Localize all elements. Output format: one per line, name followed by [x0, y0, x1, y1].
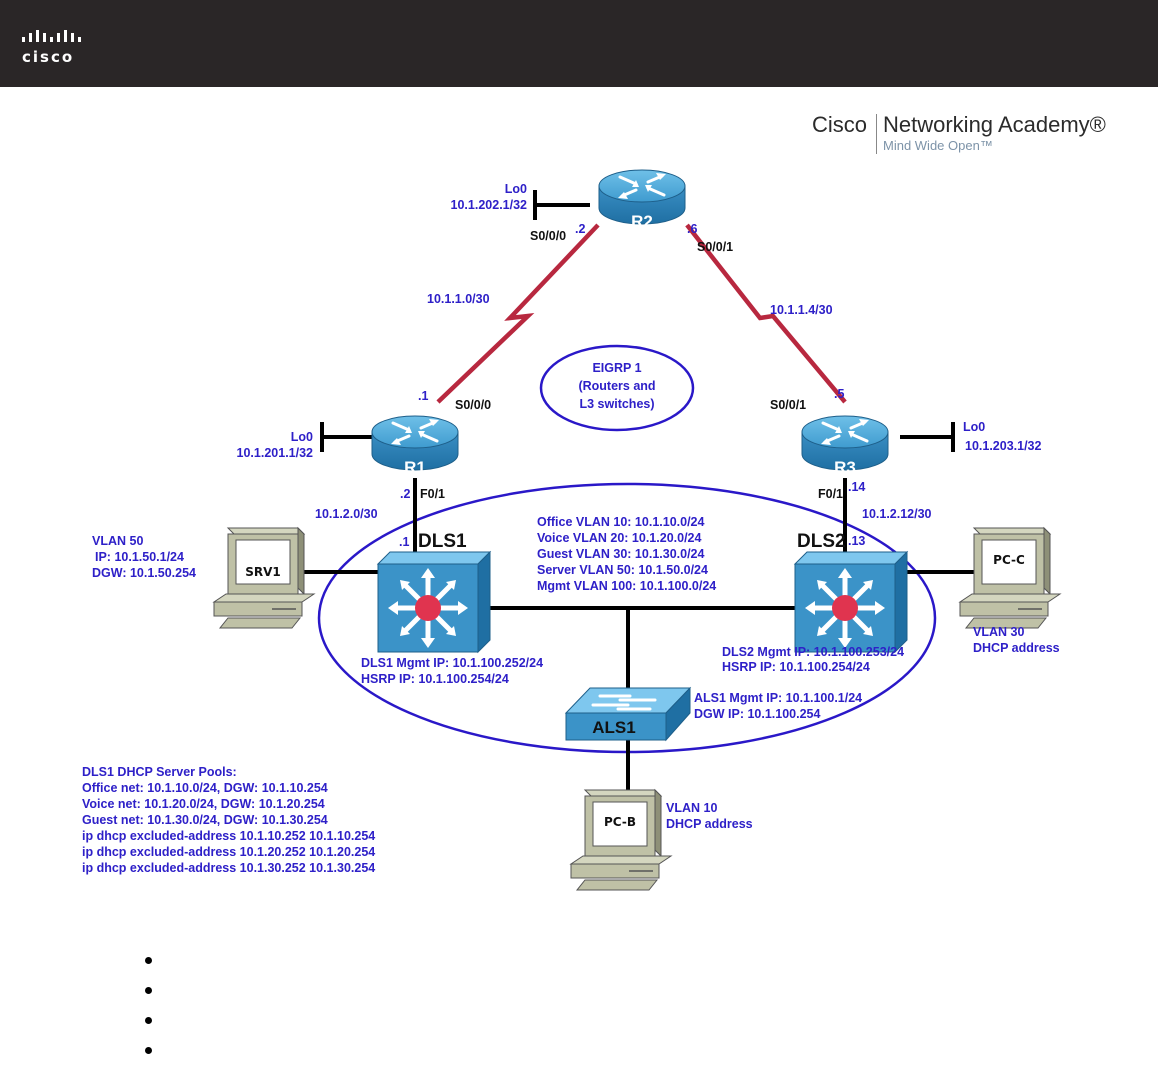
eigrp-line1: EIGRP 1 [592, 361, 641, 375]
dhcp-pool-line: ip dhcp excluded-address 10.1.30.252 10.… [82, 861, 375, 875]
academy-tagline: Mind Wide Open™ [883, 138, 993, 153]
serial-link-r2-r3 [685, 223, 847, 404]
dhcp-pools-title: DLS1 DHCP Server Pools: [82, 765, 237, 779]
dls1-mgmt-ip: DLS1 Mgmt IP: 10.1.100.252/24 [361, 656, 543, 670]
dls2-hsrp-ip: HSRP IP: 10.1.100.254/24 [722, 660, 870, 674]
pc-c-vlan: VLAN 30 [973, 625, 1024, 639]
header-bar: cisco [0, 0, 1158, 87]
pc-icon [959, 527, 1061, 629]
dls1-host: .1 [399, 535, 409, 549]
pc-b-label: PC-B [604, 815, 636, 829]
r1-s000-interface: S0/0/0 [455, 398, 491, 412]
pc-b-address: DHCP address [666, 817, 753, 831]
cisco-wordmark: cisco [22, 48, 75, 66]
eigrp-label-ellipse [539, 344, 695, 432]
router-r1-label: R1 [404, 458, 426, 477]
als1-mgmt-ip: ALS1 Mgmt IP: 10.1.100.1/24 [694, 691, 862, 705]
r3-dls2-network: 10.1.2.12/30 [862, 507, 932, 521]
dhcp-pool-line: Office net: 10.1.10.0/24, DGW: 10.1.10.2… [82, 781, 328, 795]
router-r3[interactable]: R3 [800, 414, 890, 477]
r3-s001-host: .5 [834, 387, 844, 401]
pc-c-label: PC-C [993, 553, 1025, 567]
server-srv1-label: SRV1 [245, 565, 281, 579]
cisco-logo: cisco [22, 30, 112, 66]
vlan-item: Voice VLAN 20: 10.1.20.0/24 [537, 531, 701, 545]
dhcp-pool-line: ip dhcp excluded-address 10.1.20.252 10.… [82, 845, 375, 859]
l3-switch-icon [378, 552, 490, 652]
r2-s001-host: .6 [687, 222, 697, 236]
switch-als1-label: ALS1 [592, 718, 635, 737]
r1-s000-host: .1 [418, 389, 428, 403]
pc-c[interactable]: PC-C [959, 527, 1061, 629]
eigrp-line2: (Routers and [578, 379, 655, 393]
academy-brand: Cisco [812, 112, 868, 137]
r3-f01-interface: F0/1 [818, 487, 843, 501]
router-r3-label: R3 [834, 458, 856, 477]
vlan-list: Office VLAN 10: 10.1.10.0/24 Voice VLAN … [537, 515, 716, 593]
r1-dls1-network: 10.1.2.0/30 [315, 507, 378, 521]
r1-r2-network: 10.1.1.0/30 [427, 292, 490, 306]
r3-lo0-ip: 10.1.203.1/32 [965, 439, 1042, 453]
switch-dls1[interactable] [378, 552, 490, 652]
dhcp-pool-line: ip dhcp excluded-address 10.1.10.252 10.… [82, 829, 375, 843]
vlan-item: Guest VLAN 30: 10.1.30.0/24 [537, 547, 704, 561]
dhcp-pool-line: Guest net: 10.1.30.0/24, DGW: 10.1.30.25… [82, 813, 328, 827]
r1-f01-host: .2 [400, 487, 410, 501]
r3-s001-interface: S0/0/1 [770, 398, 806, 412]
r1-f01-interface: F0/1 [420, 487, 445, 501]
eigrp-line3: L3 switches) [579, 397, 654, 411]
dls1-hsrp-ip: HSRP IP: 10.1.100.254/24 [361, 672, 509, 686]
srv1-dgw: DGW: 10.1.50.254 [92, 566, 196, 580]
r2-lo0-ip: 10.1.202.1/32 [451, 198, 528, 212]
r2-s001-interface: S0/0/1 [697, 240, 733, 254]
r2-s000-host: .2 [575, 222, 585, 236]
vlan-item: Server VLAN 50: 10.1.50.0/24 [537, 563, 708, 577]
dls2-host: .13 [848, 534, 865, 548]
pc-c-address: DHCP address [973, 641, 1060, 655]
cisco-bridge-icon [22, 30, 81, 42]
router-r1[interactable]: R1 [370, 414, 460, 477]
r3-lo0-label: Lo0 [963, 420, 985, 434]
l3-switch-icon [795, 552, 907, 652]
router-r2[interactable]: R2 [597, 168, 687, 231]
als1-dgw-ip: DGW IP: 10.1.100.254 [694, 707, 821, 721]
academy-name: Networking Academy® [883, 112, 1106, 137]
pc-b-vlan: VLAN 10 [666, 801, 717, 815]
dls2-label: DLS2 [797, 531, 846, 552]
serial-link-r1-r2 [436, 223, 600, 404]
r2-s000-interface: S0/0/0 [530, 229, 566, 243]
r1-lo0-ip: 10.1.201.1/32 [237, 446, 314, 460]
server-srv1[interactable]: SRV1 [213, 527, 315, 629]
academy-separator [876, 114, 877, 154]
pc-b[interactable]: PC-B [570, 789, 672, 891]
switch-dls2[interactable] [795, 552, 907, 652]
r1-lo0-label: Lo0 [291, 430, 313, 444]
router-r2-label: R2 [631, 212, 653, 231]
vlan-item: Office VLAN 10: 10.1.10.0/24 [537, 515, 704, 529]
vlan-item: Mgmt VLAN 100: 10.1.100.0/24 [537, 579, 716, 593]
r3-f01-host: .14 [848, 480, 865, 494]
srv1-ip: IP: 10.1.50.1/24 [95, 550, 184, 564]
srv1-vlan: VLAN 50 [92, 534, 143, 548]
dhcp-pools-note: DLS1 DHCP Server Pools: Office net: 10.1… [82, 765, 375, 875]
dls2-mgmt-ip: DLS2 Mgmt IP: 10.1.100.253/24 [722, 645, 904, 659]
dls1-label: DLS1 [418, 531, 467, 552]
r2-lo0-label: Lo0 [505, 182, 527, 196]
r2-r3-network: 10.1.1.4/30 [770, 303, 833, 317]
switch-als1[interactable]: ALS1 [564, 686, 692, 742]
pc-icon [570, 789, 672, 891]
dhcp-pool-line: Voice net: 10.1.20.0/24, DGW: 10.1.20.25… [82, 797, 325, 811]
